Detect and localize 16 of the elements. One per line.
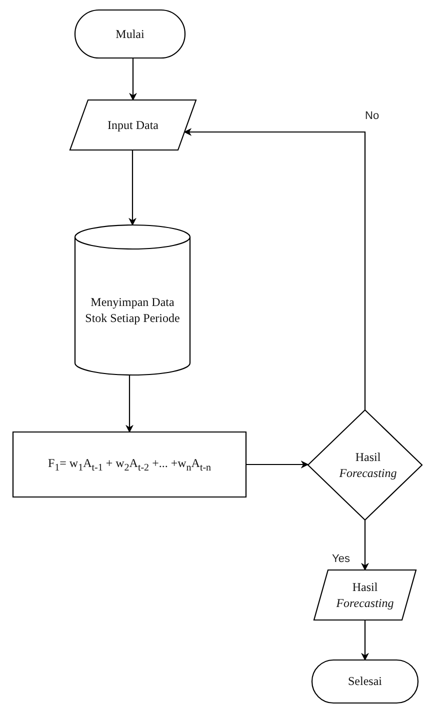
arrow [361, 520, 369, 571]
arrow [361, 620, 369, 661]
edge-label: No [363, 110, 382, 122]
arrow [129, 58, 137, 101]
arrow [246, 460, 309, 468]
edge-label: Yes [330, 553, 352, 565]
arrow [184, 128, 366, 410]
node-text: Input Data [108, 116, 158, 134]
node-text: Mulai [116, 26, 144, 42]
node-text: F$_{1}$= w$_{1}$A$_{t-1}$ + w$_{2}$A$_{t-2}$ +... +w$_{n}$A$_{t-n}$ [48, 454, 212, 474]
node-text: Hasil Forecasting [335, 578, 395, 612]
node-text: Selesai [348, 673, 382, 690]
arrow [126, 375, 134, 433]
node-text: Hasil Forecasting [338, 448, 398, 482]
arrow [128, 150, 136, 226]
node-text: Menyimpan Data Stok Setiap Periode [84, 294, 181, 326]
